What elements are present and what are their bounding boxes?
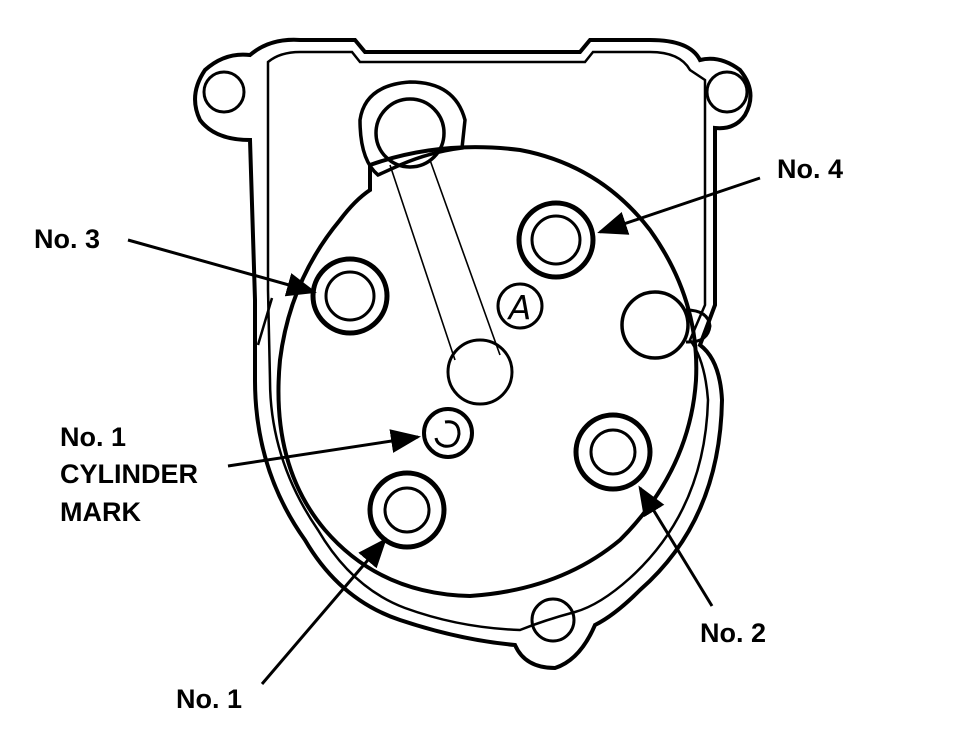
rotor-arm-housing <box>358 80 467 178</box>
arrow-no2 <box>638 485 714 607</box>
coil-terminal-body <box>620 290 690 360</box>
label-cylinder-mark-line2: CYLINDER <box>60 459 198 489</box>
arrow-no3 <box>127 238 317 297</box>
cylinder-mark-circle <box>422 407 474 459</box>
rotor-arm <box>358 80 514 406</box>
terminal-no3 <box>310 256 390 336</box>
cylinder-mark-hook <box>434 420 461 448</box>
housing <box>193 37 753 671</box>
terminal-no4 <box>516 200 596 280</box>
mounting-hole-top-right <box>705 70 749 114</box>
rotor-tip <box>446 338 514 406</box>
mounting-holes <box>202 70 749 643</box>
arrow-cylinder-mark <box>227 429 421 468</box>
rim-gap-left <box>256 297 274 346</box>
terminal-no2 <box>573 412 653 492</box>
rotor-mark-letter: A <box>507 288 532 327</box>
housing-outer-outline <box>193 37 753 671</box>
cap-body <box>276 145 699 599</box>
terminal-no1 <box>367 470 447 550</box>
label-no2: No. 2 <box>700 618 766 648</box>
cylinder-mark <box>422 407 474 459</box>
label-cylinder-mark-line1: No. 1 <box>60 422 126 452</box>
label-no4: No. 4 <box>777 154 843 184</box>
housing-inner-outline <box>266 50 710 632</box>
leader-arrows <box>127 176 761 685</box>
coil-terminal <box>620 290 712 360</box>
arrow-no1 <box>260 537 387 685</box>
labels: No. 4 No. 3 No. 1 CYLINDER MARK No. 2 No… <box>34 154 843 714</box>
label-no1: No. 1 <box>176 684 242 714</box>
mounting-hole-bottom <box>530 597 576 643</box>
rotor-arm-edge-right <box>429 159 501 356</box>
mounting-hole-top-left <box>202 70 246 114</box>
rotor-mark: A <box>496 282 544 330</box>
arrow-no4 <box>597 176 761 235</box>
label-cylinder-mark-line3: MARK <box>60 497 141 527</box>
rotor-arm-edge-left <box>389 164 456 361</box>
coil-terminal-nub <box>685 308 712 344</box>
terminals <box>310 200 653 550</box>
rotor-center-terminal <box>374 97 446 169</box>
label-no3: No. 3 <box>34 224 100 254</box>
rotor-mark-circle <box>496 282 544 330</box>
